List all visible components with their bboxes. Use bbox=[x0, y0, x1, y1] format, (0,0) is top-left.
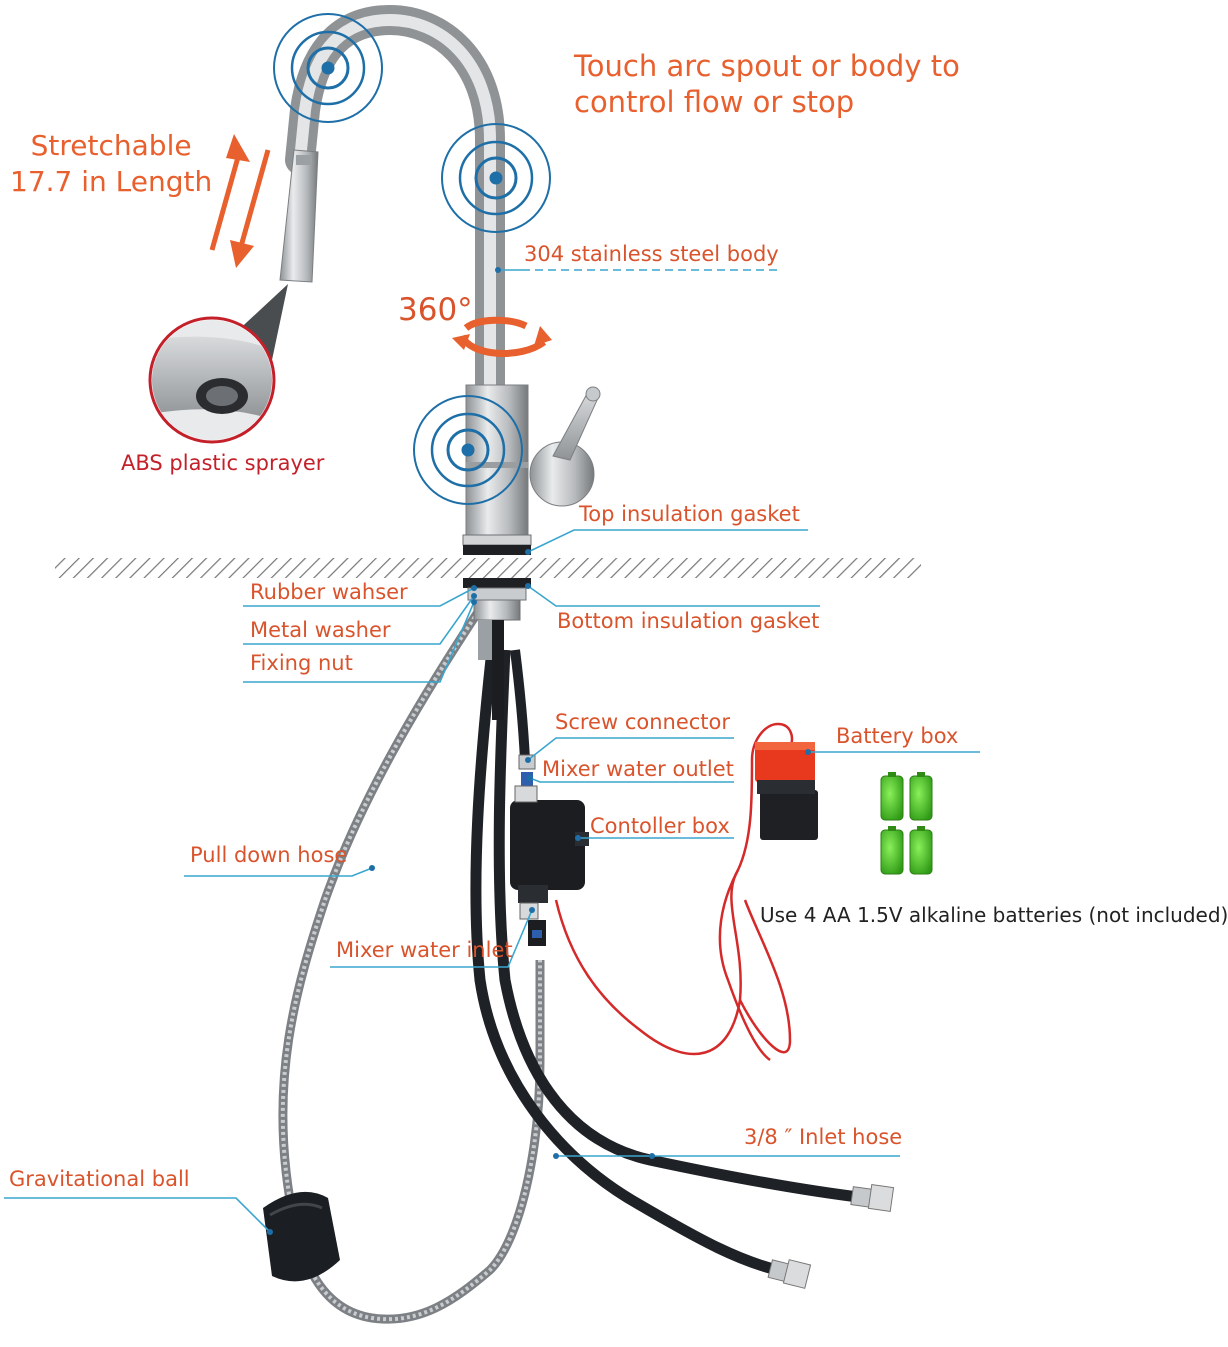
inlet-hose-hot bbox=[470, 649, 787, 1278]
battery-box bbox=[755, 742, 818, 840]
label-mixer-inlet: Mixer water inlet bbox=[336, 938, 513, 962]
rotation-label: 360° bbox=[398, 292, 473, 328]
controller-box bbox=[510, 800, 589, 903]
hose-end-fittings bbox=[767, 1184, 895, 1289]
touch-ring-icon bbox=[441, 123, 551, 233]
screw-connector bbox=[514, 754, 538, 803]
touch-headline-line2: control flow or stop bbox=[574, 85, 855, 119]
stretch-label-line1: Stretchable bbox=[30, 129, 192, 162]
label-inlet-hose: 3/8 ″ Inlet hose bbox=[744, 1125, 903, 1149]
touch-headline: Touch arc spout or body to control flow … bbox=[574, 48, 960, 120]
label-mixer-outlet: Mixer water outlet bbox=[542, 757, 734, 781]
stretch-label: Stretchable 17.7 in Length bbox=[10, 128, 212, 200]
battery-icon bbox=[880, 772, 933, 875]
label-sprayer: ABS plastic sprayer bbox=[121, 451, 325, 475]
label-body: 304 stainless steel body bbox=[524, 242, 779, 266]
label-top-gasket: Top insulation gasket bbox=[579, 502, 800, 526]
label-battery-box: Battery box bbox=[836, 724, 959, 748]
sprayer-magnifier bbox=[148, 284, 288, 444]
touch-ring-icon bbox=[273, 13, 383, 123]
leader-lines bbox=[4, 269, 980, 1233]
mixer-inlet-fitting bbox=[519, 902, 546, 946]
countertop bbox=[55, 558, 921, 578]
label-grav-ball: Gravitational ball bbox=[9, 1167, 190, 1191]
label-metal-washer: Metal washer bbox=[250, 618, 391, 642]
label-controller-box: Contoller box bbox=[590, 814, 730, 838]
label-bottom-gasket: Bottom insulation gasket bbox=[557, 609, 820, 633]
battery-wire bbox=[554, 722, 794, 1062]
stretch-label-line2: 17.7 in Length bbox=[10, 165, 213, 198]
label-screw-connector: Screw connector bbox=[555, 710, 731, 734]
label-pull-down-hose: Pull down hose bbox=[190, 843, 348, 867]
inlet-hose-cold bbox=[493, 649, 867, 1204]
label-batteries-note: Use 4 AA 1.5V alkaline batteries (not in… bbox=[760, 903, 1228, 927]
touch-ring-icon bbox=[413, 395, 523, 505]
leader-dots bbox=[267, 267, 811, 1235]
stretch-arrow-icon bbox=[209, 134, 271, 268]
label-fixing-nut: Fixing nut bbox=[250, 651, 353, 675]
label-rubber-washer: Rubber wahser bbox=[250, 580, 408, 604]
mixer-hose bbox=[510, 649, 530, 761]
touch-headline-line1: Touch arc spout or body to bbox=[574, 49, 960, 83]
faucet-body bbox=[279, 4, 601, 720]
rotation-arrow-icon bbox=[452, 316, 552, 357]
gravitational-ball bbox=[263, 1191, 340, 1282]
